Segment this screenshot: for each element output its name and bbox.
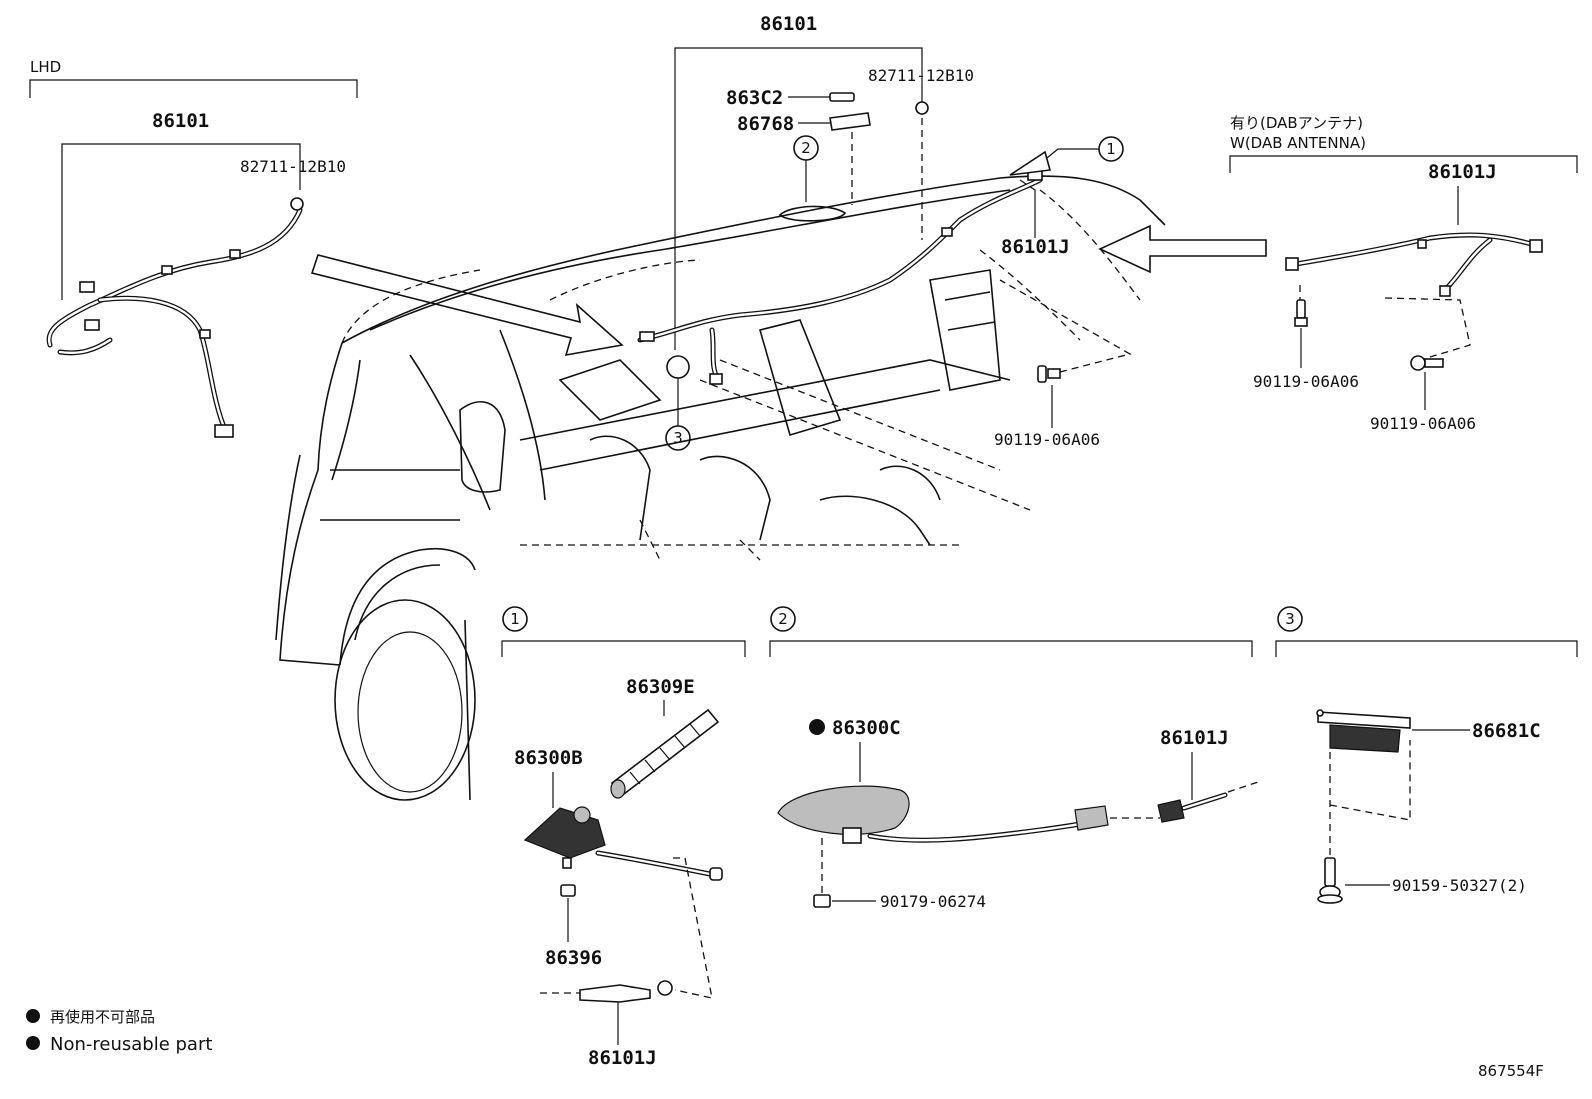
dab-harness xyxy=(1285,232,1543,297)
detail-1-num: 1 xyxy=(510,610,520,628)
main-assembly: 86101 82711-12B10 863C2 86768 2 1 86101J… xyxy=(310,13,1267,451)
detail-2-num: 2 xyxy=(778,610,788,628)
holder-part xyxy=(829,92,855,102)
legend-en: Non-reusable part xyxy=(50,1034,212,1055)
main-bolt xyxy=(1037,365,1061,428)
pad-part xyxy=(829,112,871,131)
antenna-base-label[interactable]: 86300B xyxy=(514,747,583,769)
lhd-clip-label[interactable]: 82711-12B10 xyxy=(240,157,346,176)
lhd-bracket xyxy=(29,79,358,98)
detail-3: 3 86681C 90159-50327(2) xyxy=(1275,606,1578,904)
dab-title-ja: 有り(DABアンテナ) xyxy=(1230,114,1363,132)
detail-2-cable-part xyxy=(1157,781,1259,823)
detail-2: 2 86300C 86101J 90179-06274 xyxy=(769,606,1259,911)
antenna-86300c-part xyxy=(777,785,1109,844)
lhd-title: LHD xyxy=(30,58,61,76)
callout-2-top-num: 2 xyxy=(801,139,811,157)
detail-2-cable-label[interactable]: 86101J xyxy=(1160,727,1229,749)
nut-label[interactable]: 86396 xyxy=(545,947,602,969)
legend: 再使用不可部品 Non-reusable part xyxy=(26,1008,212,1055)
amplifier-part xyxy=(1316,709,1411,753)
amp-location-marker xyxy=(666,355,690,379)
detail-3-marker[interactable] xyxy=(1277,606,1303,632)
detail-1: 1 86309E 86300B 86396 xyxy=(501,606,746,1069)
main-harness-leader xyxy=(674,47,923,350)
main-clip-part xyxy=(915,101,929,115)
callout-3-top-num: 3 xyxy=(673,429,683,447)
non-reusable-dot-86300c xyxy=(809,719,825,735)
legend-ja: 再使用不可部品 xyxy=(50,1008,155,1026)
dab-harness-label[interactable]: 86101J xyxy=(1428,161,1497,183)
detail-1-cable-label[interactable]: 86101J xyxy=(588,1047,657,1069)
amplifier-label[interactable]: 86681C xyxy=(1472,720,1541,742)
figure-code: 867554F xyxy=(1478,1062,1544,1080)
roof-shark-fin xyxy=(778,205,847,222)
dab-bolt-left xyxy=(1294,299,1308,368)
detail-1-marker[interactable] xyxy=(502,606,528,632)
lhd-group: LHD 86101 82711-12B10 xyxy=(29,58,358,438)
main-bolt-label[interactable]: 90119-06A06 xyxy=(994,430,1100,449)
callout-1-top-num: 1 xyxy=(1106,140,1116,158)
screw-label[interactable]: 90159-50327(2) xyxy=(1392,876,1527,895)
antenna-base-part xyxy=(523,806,723,881)
screw-part xyxy=(1317,857,1343,904)
dab-bolt-right-label[interactable]: 90119-06A06 xyxy=(1370,414,1476,433)
dab-bolt-right xyxy=(1410,355,1444,410)
detail-3-num: 3 xyxy=(1285,610,1295,628)
nut-90179-label[interactable]: 90179-06274 xyxy=(880,892,986,911)
antenna-86300c-label[interactable]: 86300C xyxy=(832,717,901,739)
dab-title-en: W(DAB ANTENNA) xyxy=(1230,134,1366,152)
holder-label[interactable]: 863C2 xyxy=(726,87,783,109)
lhd-pointer-arrow xyxy=(310,254,624,357)
lhd-harness xyxy=(46,197,304,438)
legend-dot-en xyxy=(26,1036,40,1050)
roof-harness-label[interactable]: 86101J xyxy=(1001,236,1070,258)
nut-part xyxy=(560,884,576,942)
detail-1-bracket xyxy=(501,640,746,657)
dab-group: 有り(DABアンテナ) W(DAB ANTENNA) 86101J 90119-… xyxy=(1229,114,1578,433)
lhd-leader xyxy=(61,143,301,300)
detail-2-marker[interactable] xyxy=(770,606,796,632)
rod-part xyxy=(610,708,720,799)
dab-bolt-left-label[interactable]: 90119-06A06 xyxy=(1253,372,1359,391)
dab-bracket xyxy=(1229,155,1578,173)
vehicle-body-illustration xyxy=(275,150,1166,801)
detail-1-cable-part xyxy=(540,980,673,1045)
main-clip-label[interactable]: 82711-12B10 xyxy=(868,66,974,85)
detail-2-bracket xyxy=(769,640,1253,657)
nut-90179-part xyxy=(813,894,831,908)
lhd-harness-label[interactable]: 86101 xyxy=(152,110,209,132)
pad-label[interactable]: 86768 xyxy=(737,113,794,135)
main-harness-label[interactable]: 86101 xyxy=(760,13,817,35)
detail-3-bracket xyxy=(1275,640,1578,657)
dab-pointer-arrow xyxy=(1098,224,1267,274)
rod-label[interactable]: 86309E xyxy=(626,676,695,698)
legend-dot-ja xyxy=(26,1009,40,1023)
